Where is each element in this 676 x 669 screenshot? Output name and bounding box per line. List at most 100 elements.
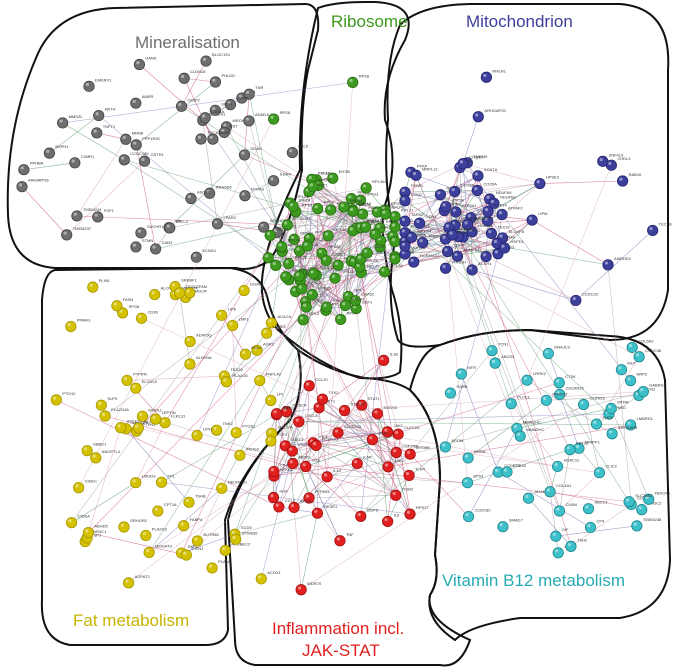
gene-node[interactable]: GPAM <box>184 284 207 299</box>
gene-node[interactable]: AGPAT2 <box>122 574 151 589</box>
gene-node[interactable]: ANGPTL4 <box>90 449 121 464</box>
gene-node[interactable]: RPS27 <box>280 268 306 283</box>
gene-node[interactable]: RPL4 <box>335 310 357 326</box>
gene-node[interactable]: TNR <box>243 85 264 100</box>
gene-node[interactable]: SPW836 <box>230 530 258 545</box>
gene-node[interactable]: CCDC80 <box>462 508 491 523</box>
gene-node[interactable]: HHDC2 <box>636 501 663 516</box>
gene-node[interactable]: LPAR2 <box>211 215 237 230</box>
gene-node[interactable]: HDAC11 <box>552 457 580 473</box>
gene-node[interactable]: GSTR1 <box>138 152 165 167</box>
gene-node[interactable]: GRHOR2 <box>118 518 148 533</box>
gene-node[interactable]: TNK2 <box>211 421 234 436</box>
gene-node[interactable]: RPP14 <box>482 202 508 218</box>
gene-node[interactable]: ASCC2 <box>115 419 141 434</box>
gene-node[interactable]: CLDN18 <box>178 69 206 84</box>
gene-node[interactable]: NRP2 <box>624 372 648 387</box>
gene-node[interactable]: AGR2 <box>251 341 275 356</box>
gene-node[interactable]: ATPAF2 <box>496 205 523 221</box>
gene-node[interactable]: FLRL31 <box>159 414 186 429</box>
gene-node[interactable]: SDHA <box>441 243 465 258</box>
gene-node[interactable]: MMP3 <box>287 455 312 470</box>
gene-node[interactable]: RPS26 <box>306 286 332 301</box>
gene-node[interactable]: LIPM <box>526 211 548 226</box>
gene-node[interactable]: NDUFS1 <box>451 247 480 262</box>
gene-node[interactable]: GNL3 <box>360 218 383 233</box>
gene-node[interactable]: COQ10 <box>457 155 484 170</box>
gene-node[interactable]: TEX15 <box>485 224 510 240</box>
gene-node[interactable]: TLR4 <box>403 466 426 482</box>
gene-node[interactable]: RPL16 <box>300 298 325 313</box>
gene-node[interactable]: RPS6 <box>347 73 370 88</box>
gene-node[interactable]: DDAH <box>238 146 262 161</box>
gene-node[interactable]: HGF <box>267 489 288 504</box>
gene-node[interactable]: CLDN16 <box>577 396 606 411</box>
gene-node[interactable]: EIF2A <box>287 197 311 213</box>
gene-node[interactable]: RAB10 <box>617 172 642 187</box>
gene-node[interactable]: PRDX3 <box>417 234 443 249</box>
gene-node[interactable]: LIPH <box>191 426 212 442</box>
gene-node[interactable]: JAK2 <box>382 458 405 473</box>
gene-node[interactable]: PPP1R3C <box>130 136 161 151</box>
gene-node[interactable]: CCL20 <box>303 377 328 392</box>
gene-node[interactable]: EIF3B <box>327 169 351 184</box>
gene-node[interactable]: CCDC38 <box>633 348 662 363</box>
gene-node[interactable]: ZSCAN25 <box>554 385 584 401</box>
gene-node[interactable]: CCL3 <box>273 498 296 513</box>
gene-node[interactable]: ACAD9 <box>446 226 473 241</box>
gene-node[interactable]: CXXC1 <box>320 252 346 267</box>
gene-node[interactable]: FBXO46 <box>643 490 671 505</box>
gene-node[interactable]: COQ2 <box>399 192 423 207</box>
gene-node[interactable]: TXTL2 <box>399 237 424 252</box>
gene-node[interactable]: HPSE2 <box>534 175 560 190</box>
gene-node[interactable]: ARHGAP8 <box>606 425 638 440</box>
gene-node[interactable]: ITGB2 <box>390 486 415 501</box>
gene-node[interactable]: RFLL4 <box>164 219 189 234</box>
gene-node[interactable]: ATP5A1 <box>450 203 478 218</box>
gene-node[interactable]: RPL26 <box>283 255 308 270</box>
gene-node[interactable]: RPS8 <box>268 110 291 125</box>
gene-node[interactable]: CIDEA <box>65 514 90 529</box>
gene-node[interactable]: ALOX5 <box>149 286 174 301</box>
gene-node[interactable]: ARHGAP25 <box>472 108 506 123</box>
gene-node[interactable]: TMEM244 <box>71 207 102 222</box>
gene-node[interactable]: PLAN5 <box>206 559 232 574</box>
gene-node[interactable]: RPS27 <box>404 505 430 520</box>
gene-node[interactable]: FST <box>218 123 238 139</box>
gene-node[interactable]: MMSZL <box>57 114 83 129</box>
gene-node[interactable]: IL6R <box>351 455 372 470</box>
gene-node[interactable]: ACSR1 <box>466 261 492 276</box>
gene-node[interactable]: RPLP0 <box>379 205 405 220</box>
gene-node[interactable]: C3IC1 <box>361 244 385 259</box>
gene-node[interactable]: MOGAT3 <box>143 543 173 559</box>
gene-node[interactable]: STMN <box>130 238 154 253</box>
gene-node[interactable]: TCN1 <box>486 342 509 357</box>
gene-node[interactable]: SPTH <box>209 101 232 116</box>
gene-node[interactable]: ABCD4 <box>489 354 515 369</box>
gene-node[interactable]: ILDR4 <box>267 172 292 187</box>
gene-node[interactable]: ADAD1L2 <box>243 112 274 127</box>
gene-node[interactable]: LEMD1 <box>261 324 287 339</box>
gene-node[interactable]: FGF1 <box>92 208 115 223</box>
gene-node[interactable]: RPL21 <box>264 226 289 242</box>
gene-node[interactable]: WDR70 <box>295 581 322 596</box>
gene-node[interactable]: LPIN1 <box>180 546 204 561</box>
gene-node[interactable]: PLIN1 <box>87 278 111 293</box>
gene-node[interactable]: RPL3 <box>297 311 320 326</box>
gene-node[interactable]: RPL35 <box>378 263 404 278</box>
gene-node[interactable]: MYD88 <box>404 445 430 460</box>
gene-node[interactable]: RPS18 <box>329 269 355 284</box>
gene-node[interactable]: ABHD5 <box>82 524 108 539</box>
gene-node[interactable]: C2MR1 <box>69 154 96 169</box>
gene-node[interactable]: RPL31 <box>369 225 394 240</box>
gene-node[interactable]: KIRDLL <box>136 407 163 422</box>
gene-node[interactable]: NEUROD1 <box>216 479 249 494</box>
gene-node[interactable]: FASN <box>111 297 134 312</box>
gene-node[interactable]: FAM213 <box>540 391 568 406</box>
gene-node[interactable]: DNAJC3 <box>542 345 571 360</box>
gene-node[interactable]: PTCH2 <box>50 391 76 406</box>
gene-node[interactable]: CSF2RB <box>390 443 418 459</box>
gene-node[interactable]: RPL41 <box>307 178 332 193</box>
gene-node[interactable]: PHLDD <box>209 73 235 88</box>
gene-node[interactable]: CLEC2A <box>392 425 420 440</box>
